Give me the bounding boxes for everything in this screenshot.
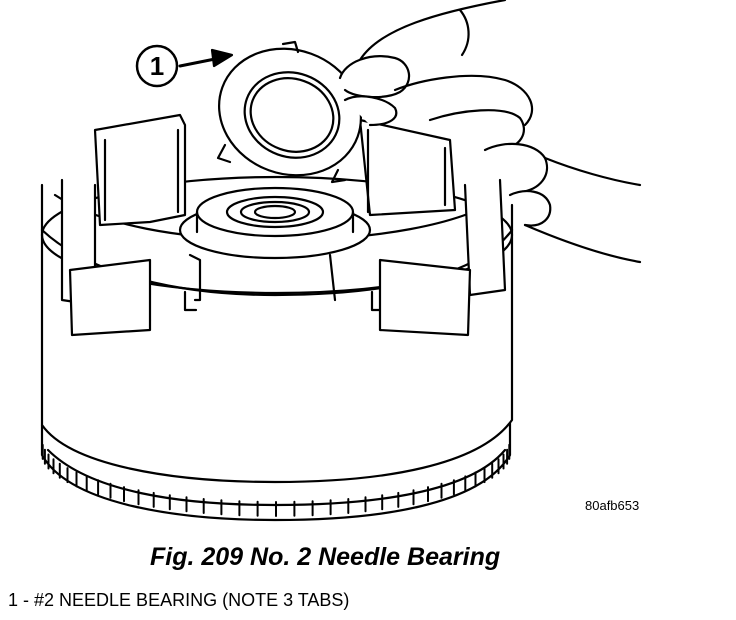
drum-gear-ring — [40, 418, 512, 522]
drum-fingers — [60, 113, 507, 337]
bearing-illustration: 1 80afb653 — [40, 0, 642, 522]
figure-caption: Fig. 209 No. 2 Needle Bearing — [150, 543, 501, 571]
callout-marker: 1 — [135, 44, 179, 88]
hand — [338, 0, 642, 264]
figure-legend: 1 - #2 NEEDLE BEARING (NOTE 3 TABS) — [8, 590, 350, 610]
callout-arrow — [178, 48, 234, 68]
figure-id: 80afb653 — [585, 498, 639, 513]
callout-number: 1 — [150, 51, 164, 81]
center-hub — [178, 186, 372, 302]
needle-bearing — [216, 40, 363, 184]
